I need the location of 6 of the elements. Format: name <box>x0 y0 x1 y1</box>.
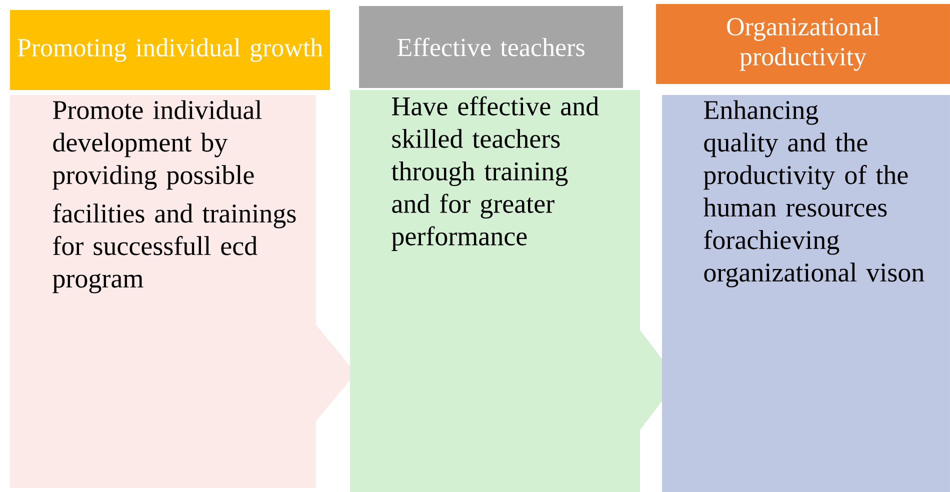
chevron-panel: Have effective and skilled teachers through training and for greater performance <box>350 90 678 492</box>
chevron-panel: Enhancing quality and the productivity of the human resources forachieving organizational vison <box>662 95 950 492</box>
header-box: Organizational productivity <box>656 4 950 84</box>
header-box: Promoting individual growth <box>10 10 330 90</box>
header-box: Effective teachers <box>359 6 623 88</box>
chevron-panel: Promote individual development by providing possible facilities and trainings for successfull ecd program <box>10 95 356 488</box>
